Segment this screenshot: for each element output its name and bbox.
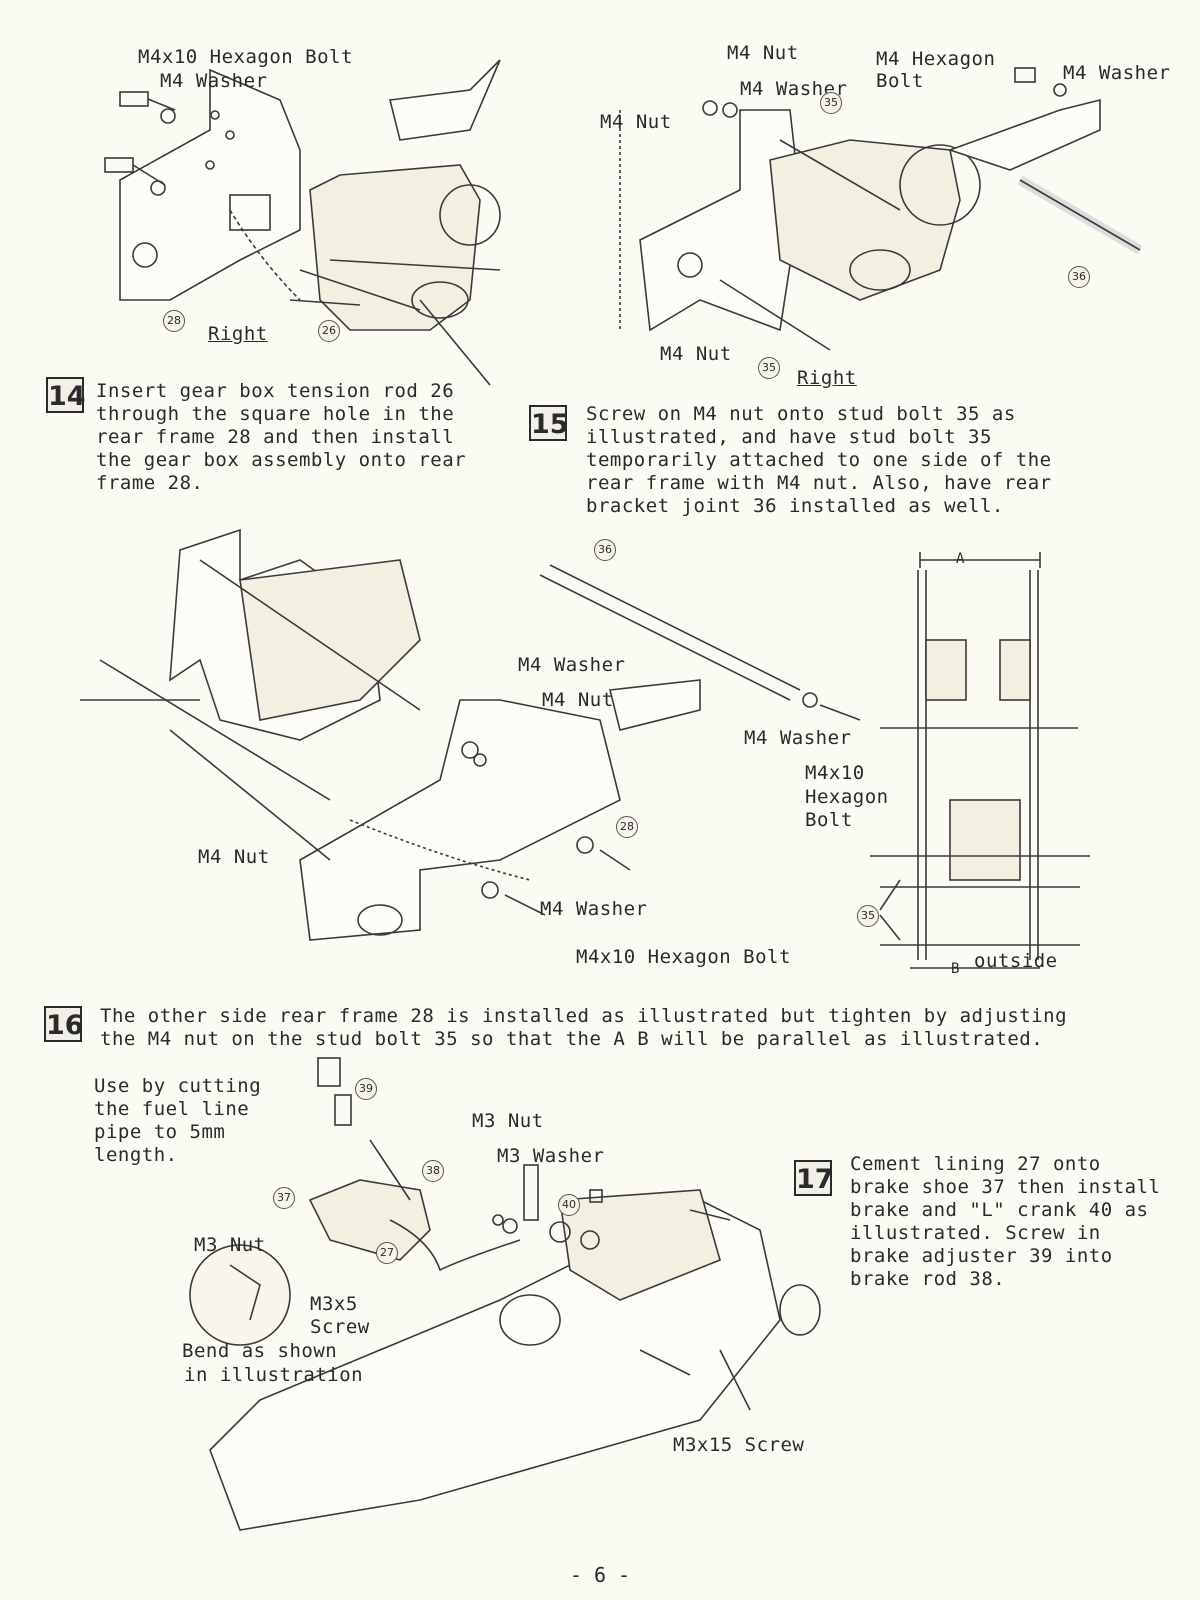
fig15-ref-36: 36 — [1068, 266, 1090, 288]
step-14-line: Insert gear box tension rod 26 — [96, 380, 455, 402]
step-14-text: Insert gear box tension rod 26 through t… — [96, 380, 466, 495]
fig16-bolt-right-1: M4x10 — [805, 762, 865, 784]
step-17-number: 17 — [794, 1160, 834, 1196]
fig17-m3x5-label-1: M3x5 — [310, 1293, 358, 1315]
step-16-line: The other side rear frame 28 is installe… — [100, 1005, 1068, 1027]
fig14-ref-28: 28 — [163, 310, 185, 332]
fig15-washer-right-label: M4 Washer — [1063, 62, 1171, 84]
fig16-washer-right-label: M4 Washer — [744, 727, 852, 749]
fig14-right-label: Right — [208, 323, 268, 345]
step-17-line: Cement lining 27 onto — [850, 1153, 1101, 1175]
step-16-text: The other side rear frame 28 is installe… — [100, 1005, 1067, 1051]
step-16-line: the M4 nut on the stud bolt 35 so that t… — [100, 1028, 1044, 1050]
step-14-line: rear frame 28 and then install — [96, 426, 455, 448]
fig17-ref-37: 37 — [273, 1187, 295, 1209]
fig17-note-line: length. — [94, 1144, 178, 1166]
fig16-bolt-bottom-label: M4x10 Hexagon Bolt — [576, 946, 791, 968]
fig15-ref-35-bottom: 35 — [758, 357, 780, 379]
step-17-line: brake and "L" crank 40 as — [850, 1199, 1149, 1221]
fig14-bolt-label: M4x10 Hexagon Bolt — [138, 46, 353, 68]
fig17-m3x5-label-2: Screw — [310, 1316, 370, 1338]
step-15-number: 15 — [529, 405, 569, 441]
fig15-nut-bottom-label: M4 Nut — [660, 343, 732, 365]
step-14-line: the gear box assembly onto rear — [96, 449, 467, 471]
step-14-number: 14 — [46, 377, 86, 413]
fig17-m3nut-left-label: M3 Nut — [194, 1234, 266, 1256]
fig15-drawing — [619, 67, 1143, 351]
fig16-drawing — [80, 528, 861, 941]
fig17-ref-39: 39 — [355, 1078, 377, 1100]
step-15-line: temporarily attached to one side of the — [586, 449, 1052, 471]
fig17-m3washer-label: M3 Washer — [497, 1145, 605, 1167]
fig15-nut-top-label: M4 Nut — [727, 42, 799, 64]
fig14-ref-26: 26 — [318, 320, 340, 342]
fig14-drawing — [104, 59, 501, 386]
fig17-drawing — [189, 1057, 821, 1531]
fig16-ref-36: 36 — [594, 539, 616, 561]
fig14-washer-label: M4 Washer — [160, 70, 268, 92]
step-16-number: 16 — [44, 1006, 84, 1042]
fig16-label-a: A — [956, 551, 965, 567]
fig17-ref-38: 38 — [422, 1160, 444, 1182]
fig15-bolt-label-1: M4 Hexagon — [876, 48, 996, 70]
fig15-nut-left-label: M4 Nut — [600, 111, 672, 133]
fig16-outside-label: outside — [974, 950, 1058, 972]
fig15-washer-left-label: M4 Washer — [740, 78, 848, 100]
fig16-ref-28: 28 — [616, 816, 638, 838]
step-17-line: brake adjuster 39 into — [850, 1245, 1113, 1267]
fig16-bolt-right-2: Hexagon — [805, 786, 889, 808]
fig16-washer-top-label: M4 Washer — [518, 654, 626, 676]
step-17-line: illustrated. Screw in — [850, 1222, 1101, 1244]
fig17-ref-27: 27 — [376, 1242, 398, 1264]
step-14-line: through the square hole in the — [96, 403, 455, 425]
fig17-note-line: pipe to 5mm — [94, 1121, 226, 1143]
fig17-bend-label-1: Bend as shown — [182, 1340, 338, 1362]
fig16-plan-view — [870, 552, 1090, 969]
step-15-line: rear frame with M4 nut. Also, have rear — [586, 472, 1052, 494]
step-14-line: frame 28. — [96, 472, 204, 494]
step-15-line: Screw on M4 nut onto stud bolt 35 as — [586, 403, 1016, 425]
fig15-bolt-label-2: Bolt — [876, 70, 924, 92]
fig16-label-b: B — [951, 961, 960, 977]
fig15-right-label: Right — [797, 367, 857, 389]
fig17-note: Use by cutting the fuel line pipe to 5mm… — [94, 1075, 261, 1167]
fig17-m3x15-label: M3x15 Screw — [673, 1434, 805, 1456]
fig15-ref-35-top: 35 — [820, 92, 842, 114]
fig16-washer-bottom-label: M4 Washer — [540, 898, 648, 920]
fig16-bolt-right-3: Bolt — [805, 809, 853, 831]
step-17-line: brake shoe 37 then install — [850, 1176, 1161, 1198]
fig17-ref-40: 40 — [558, 1194, 580, 1216]
fig16-nut-mid-label: M4 Nut — [542, 689, 614, 711]
step-17-line: brake rod 38. — [850, 1268, 1006, 1290]
step-15-line: bracket joint 36 installed as well. — [586, 495, 1004, 517]
fig17-m3nut-top-label: M3 Nut — [472, 1110, 544, 1132]
step-15-line: illustrated, and have stud bolt 35 — [586, 426, 992, 448]
step-17-text: Cement lining 27 onto brake shoe 37 then… — [850, 1153, 1160, 1291]
fig16-ref-35: 35 — [857, 905, 879, 927]
page-number: - 6 - — [569, 1563, 631, 1587]
fig17-bend-label-2: in illustration — [184, 1364, 364, 1386]
fig16-nut-left-label: M4 Nut — [198, 846, 270, 868]
fig17-note-line: the fuel line — [94, 1098, 250, 1120]
fig17-note-line: Use by cutting — [94, 1075, 262, 1097]
step-15-text: Screw on M4 nut onto stud bolt 35 as ill… — [586, 403, 1052, 518]
